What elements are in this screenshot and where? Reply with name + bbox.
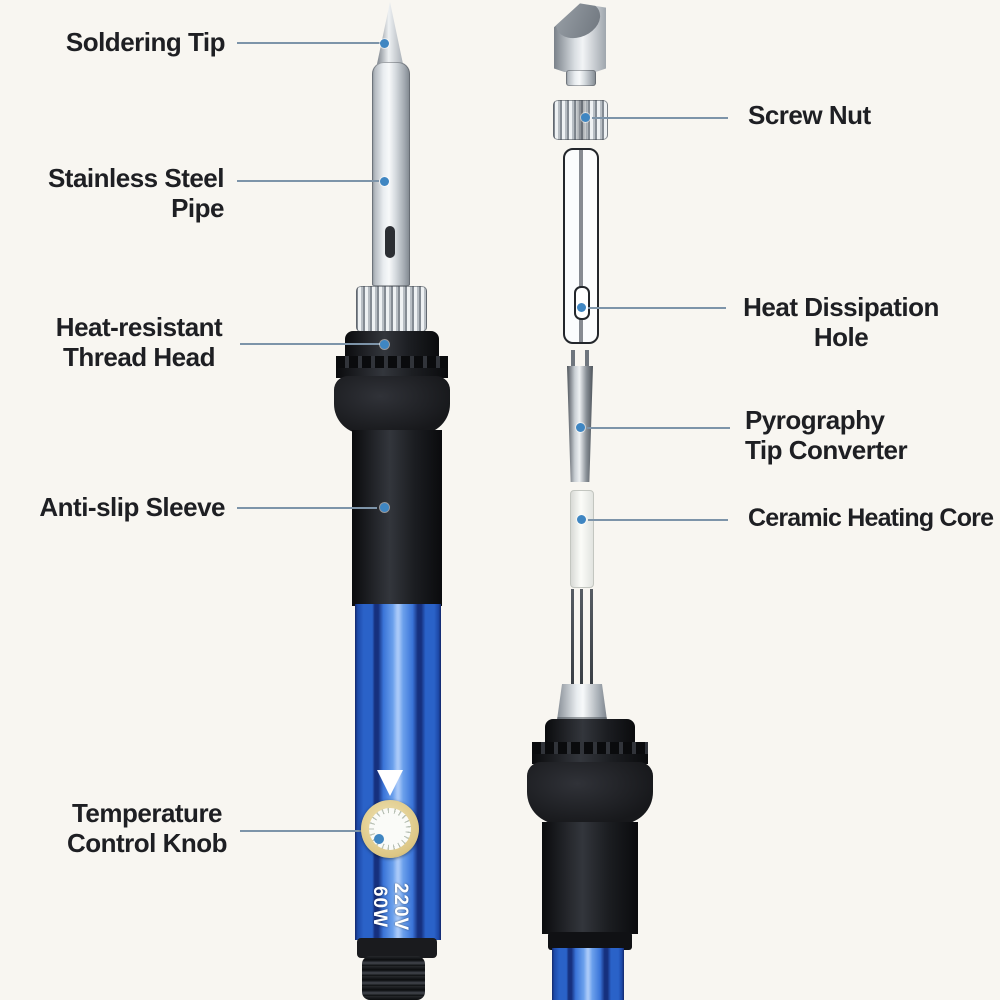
heater-pin bbox=[580, 589, 583, 684]
thread-collar-part bbox=[356, 286, 427, 332]
leader-dot-ceramic-core bbox=[577, 515, 586, 524]
label-pyrography-tip-converter: Pyrography Tip Converter bbox=[745, 405, 975, 465]
heater-pin bbox=[571, 589, 574, 684]
steel-pipe-exploded-part bbox=[563, 148, 599, 344]
leader-line-anti-slip-sleeve bbox=[237, 507, 377, 509]
pipe-heat-hole bbox=[385, 226, 395, 258]
pipe-center-seam bbox=[579, 150, 583, 342]
chisel-tip-neck bbox=[566, 70, 596, 86]
anti-slip-sleeve-right bbox=[542, 822, 638, 934]
handle-end-cap bbox=[357, 938, 437, 958]
leader-dot-stainless-steel-pipe bbox=[380, 177, 389, 186]
leader-line-pyrography-converter bbox=[587, 427, 730, 429]
blue-handle-body-right bbox=[552, 948, 624, 1000]
leader-line-soldering-tip bbox=[237, 42, 383, 44]
temperature-control-knob-part bbox=[361, 800, 419, 858]
label-stainless-steel-pipe: Stainless Steel Pipe bbox=[47, 163, 225, 223]
knob-indicator-dot bbox=[374, 834, 384, 844]
leader-line-stainless-steel-pipe bbox=[237, 180, 379, 182]
leader-dot-anti-slip-sleeve bbox=[380, 503, 389, 512]
voltage-text: 220V bbox=[390, 882, 411, 932]
collar-cup-part bbox=[557, 684, 607, 720]
ceramic-heating-core-part bbox=[570, 490, 594, 588]
anti-slip-sleeve-part bbox=[352, 430, 442, 606]
leader-dot-pyrography-converter bbox=[576, 423, 585, 432]
knob-dial bbox=[369, 808, 411, 850]
leader-dot-heat-dissipation-hole bbox=[577, 303, 586, 312]
handle-band-right bbox=[548, 932, 632, 950]
label-line: Hole bbox=[813, 322, 869, 352]
label-line: Control Knob bbox=[66, 828, 228, 858]
label-line: Temperature bbox=[71, 798, 223, 828]
chisel-tip-part bbox=[554, 3, 606, 72]
leader-dot-soldering-tip bbox=[380, 39, 389, 48]
label-line: Heat-resistant bbox=[55, 312, 223, 342]
label-line: Tip Converter bbox=[745, 435, 908, 465]
label-soldering-tip: Soldering Tip bbox=[65, 27, 226, 57]
label-ceramic-heating-core: Ceramic Heating Core bbox=[748, 504, 994, 532]
leader-line-ceramic-core bbox=[588, 519, 728, 521]
soldering-tip-part bbox=[377, 2, 403, 64]
label-line: Thread Head bbox=[63, 342, 216, 372]
handle-bulge-part bbox=[334, 376, 450, 434]
heater-pins-part bbox=[571, 589, 593, 684]
label-temperature-control-knob: Temperature Control Knob bbox=[47, 798, 247, 858]
wattage-text: 60W bbox=[369, 885, 390, 929]
screw-nut-shading bbox=[553, 100, 608, 140]
leader-line-screw-nut bbox=[592, 117, 728, 119]
stainless-steel-pipe-part bbox=[372, 62, 410, 286]
thread-head-castellated-ring bbox=[336, 356, 448, 378]
castellation-teeth bbox=[532, 742, 648, 754]
chisel-tip-face bbox=[554, 3, 606, 45]
label-heat-resistant-thread-head: Heat-resistant Thread Head bbox=[39, 312, 239, 372]
label-heat-dissipation-hole: Heat Dissipation Hole bbox=[731, 292, 951, 352]
label-screw-nut: Screw Nut bbox=[748, 100, 871, 130]
screw-nut-part bbox=[553, 100, 608, 140]
voltage-wattage-marking: 220V 60W bbox=[350, 864, 430, 950]
leader-dot-thread-head bbox=[380, 340, 389, 349]
thread-head-cap-right bbox=[545, 719, 635, 744]
label-line: Pyrography bbox=[745, 405, 885, 435]
castellation-teeth bbox=[336, 356, 448, 368]
leader-line-thread-head bbox=[240, 343, 380, 345]
label-line: Heat Dissipation bbox=[743, 292, 939, 322]
leader-dot-screw-nut bbox=[581, 113, 590, 122]
castellated-ring-right bbox=[532, 742, 648, 764]
converter-prong-left bbox=[571, 350, 575, 368]
heater-pin bbox=[590, 589, 593, 684]
leader-line-heat-dissipation-hole bbox=[588, 307, 726, 309]
label-anti-slip-sleeve: Anti-slip Sleeve bbox=[39, 492, 225, 522]
cable-strain-relief bbox=[362, 956, 425, 1000]
converter-prong-right bbox=[585, 350, 589, 368]
handle-bulge-right bbox=[527, 762, 653, 824]
leader-line-temperature-knob bbox=[240, 830, 362, 832]
